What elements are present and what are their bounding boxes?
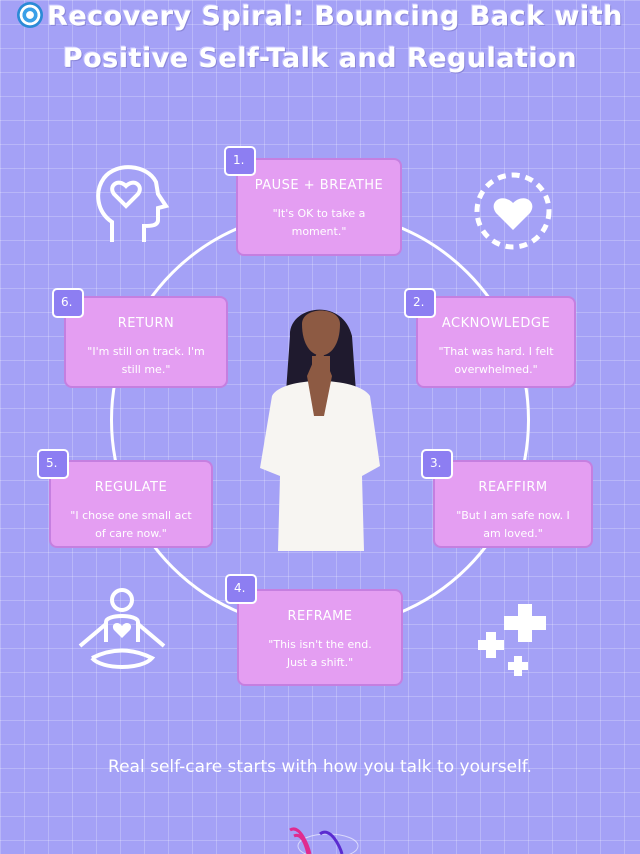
spiral-icon — [17, 2, 44, 28]
step-card-4: REFRAME "This isn't the end. Just a shift… — [237, 589, 403, 686]
footer-tagline: Real self-care starts with how you talk … — [108, 757, 532, 777]
step-card-6: RETURN "I'm still on track. I'm still me.… — [64, 296, 228, 388]
woman-illustration — [260, 309, 380, 551]
title-text: Recovery Spiral: Bouncing Back with Posi… — [47, 1, 623, 74]
heart-cycle-icon — [474, 172, 552, 250]
step-quote: "But I am safe now. I am loved." — [456, 509, 570, 540]
step-quote: "That was hard. I felt overwhelmed." — [438, 345, 554, 376]
step-number: 2. — [404, 288, 436, 318]
page-title: Recovery Spiral: Bouncing Back with Posi… — [0, 0, 640, 80]
step-card-1: PAUSE + BREATHE "It's OK to take a moment… — [236, 158, 402, 256]
step-number: 5. — [37, 449, 69, 479]
meditation-icon — [78, 588, 166, 669]
step-quote: "I chose one small act of care now." — [70, 509, 192, 540]
step-heading: PAUSE + BREATHE — [254, 178, 384, 193]
step-number: 4. — [225, 574, 257, 604]
step-number: 3. — [421, 449, 453, 479]
step-card-5: REGULATE "I chose one small act of care n… — [49, 460, 213, 548]
step-heading: ACKNOWLEDGE — [441, 316, 551, 331]
step-card-3: REAFFIRM "But I am safe now. I am loved." — [433, 460, 593, 548]
step-heading: REAFFIRM — [478, 480, 548, 495]
brand-logo — [289, 827, 359, 854]
step-card-2: ACKNOWLEDGE "That was hard. I felt overwh… — [416, 296, 576, 388]
step-heading: REFRAME — [287, 609, 353, 624]
head-heart-icon — [96, 165, 170, 242]
step-heading: REGULATE — [94, 480, 168, 495]
step-heading: RETURN — [117, 316, 175, 331]
health-crosses-icon — [478, 604, 546, 676]
step-quote: "This isn't the end. Just a shift." — [268, 638, 372, 669]
step-quote: "It's OK to take a moment." — [272, 207, 366, 238]
step-quote: "I'm still on track. I'm still me." — [87, 345, 205, 376]
step-number: 6. — [52, 288, 84, 318]
step-number: 1. — [224, 146, 256, 176]
